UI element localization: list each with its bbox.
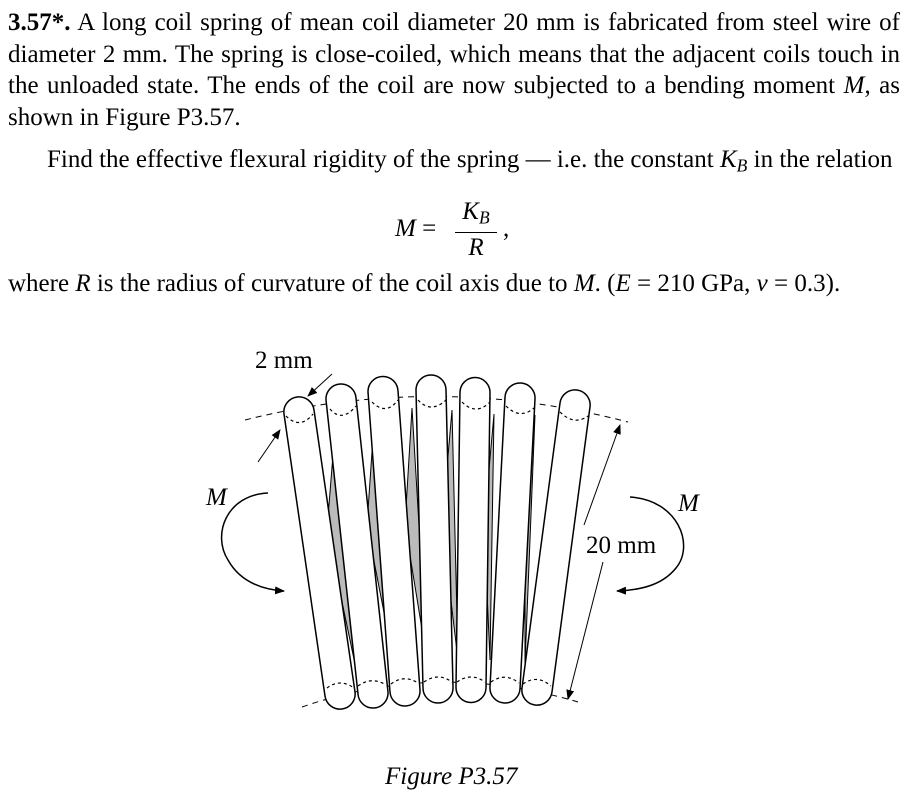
coil-turns — [283, 374, 591, 710]
var-m: M — [843, 72, 865, 99]
equation-comma: , — [503, 215, 510, 242]
var-e: E — [615, 270, 631, 297]
equation-denominator: R — [455, 234, 497, 262]
problem-text-2-end: in the relation — [753, 146, 893, 173]
where-text-1: where — [8, 270, 70, 297]
wire-arrow-bottom — [257, 429, 281, 463]
equation-lhs: M = — [395, 215, 436, 243]
problem-text-1-end: , as shown in Figure P3.57. — [8, 72, 900, 131]
equation-fraction: KB R — [455, 198, 497, 262]
equation-numerator-sub: B — [478, 207, 490, 228]
spring-figure: 2 mm 20 mm M M — [205, 347, 700, 710]
problem-number: 3.57*. — [8, 9, 71, 36]
equation-numerator: KB — [455, 198, 497, 231]
equation-lhs-var: M — [395, 215, 416, 242]
problem-paragraph-3: where R is the radius of curvature of th… — [8, 268, 900, 300]
var-nu: ν — [756, 270, 768, 297]
wire-diameter-label: 2 mm — [255, 347, 313, 374]
coil-dim-arrow-bottom — [566, 561, 604, 700]
where-text-2: is the radius of curvature of the coil a… — [96, 270, 568, 297]
equation-equals: = — [422, 215, 437, 242]
problem-text-1: A long coil spring of mean coil diameter… — [8, 9, 900, 99]
problem-paragraph-2: Find the effective flexural rigidity of … — [8, 144, 900, 182]
coil-diameter-label: 20 mm — [586, 532, 657, 559]
problem-text-2: Find the effective flexural rigidity of … — [47, 146, 714, 173]
hidden-coil-arcs — [285, 399, 589, 689]
wire-arrow-top — [307, 373, 333, 397]
var-r: R — [75, 270, 91, 297]
var-k-subscript: B — [736, 155, 748, 176]
var-m-2: M — [573, 270, 595, 297]
moment-arrow-right — [616, 496, 685, 595]
figure-caption: Figure P3.57 — [385, 763, 518, 790]
moment-label-right: M — [677, 490, 700, 517]
coil-dim-arrow-top — [583, 424, 621, 526]
var-k: K — [719, 146, 737, 173]
fraction-bar — [455, 232, 497, 234]
where-text-5: = 0.3). — [774, 270, 841, 297]
equation-denominator-var: R — [468, 234, 484, 262]
where-text-4: = 210 GPa, — [637, 270, 751, 297]
moment-arrow-left — [220, 492, 285, 595]
moment-label-left: M — [205, 484, 228, 511]
where-text-3: . ( — [594, 270, 616, 297]
equation-numerator-var: K — [462, 198, 479, 225]
problem-paragraph-1: 3.57*. A long coil spring of mean coil d… — [8, 7, 900, 133]
